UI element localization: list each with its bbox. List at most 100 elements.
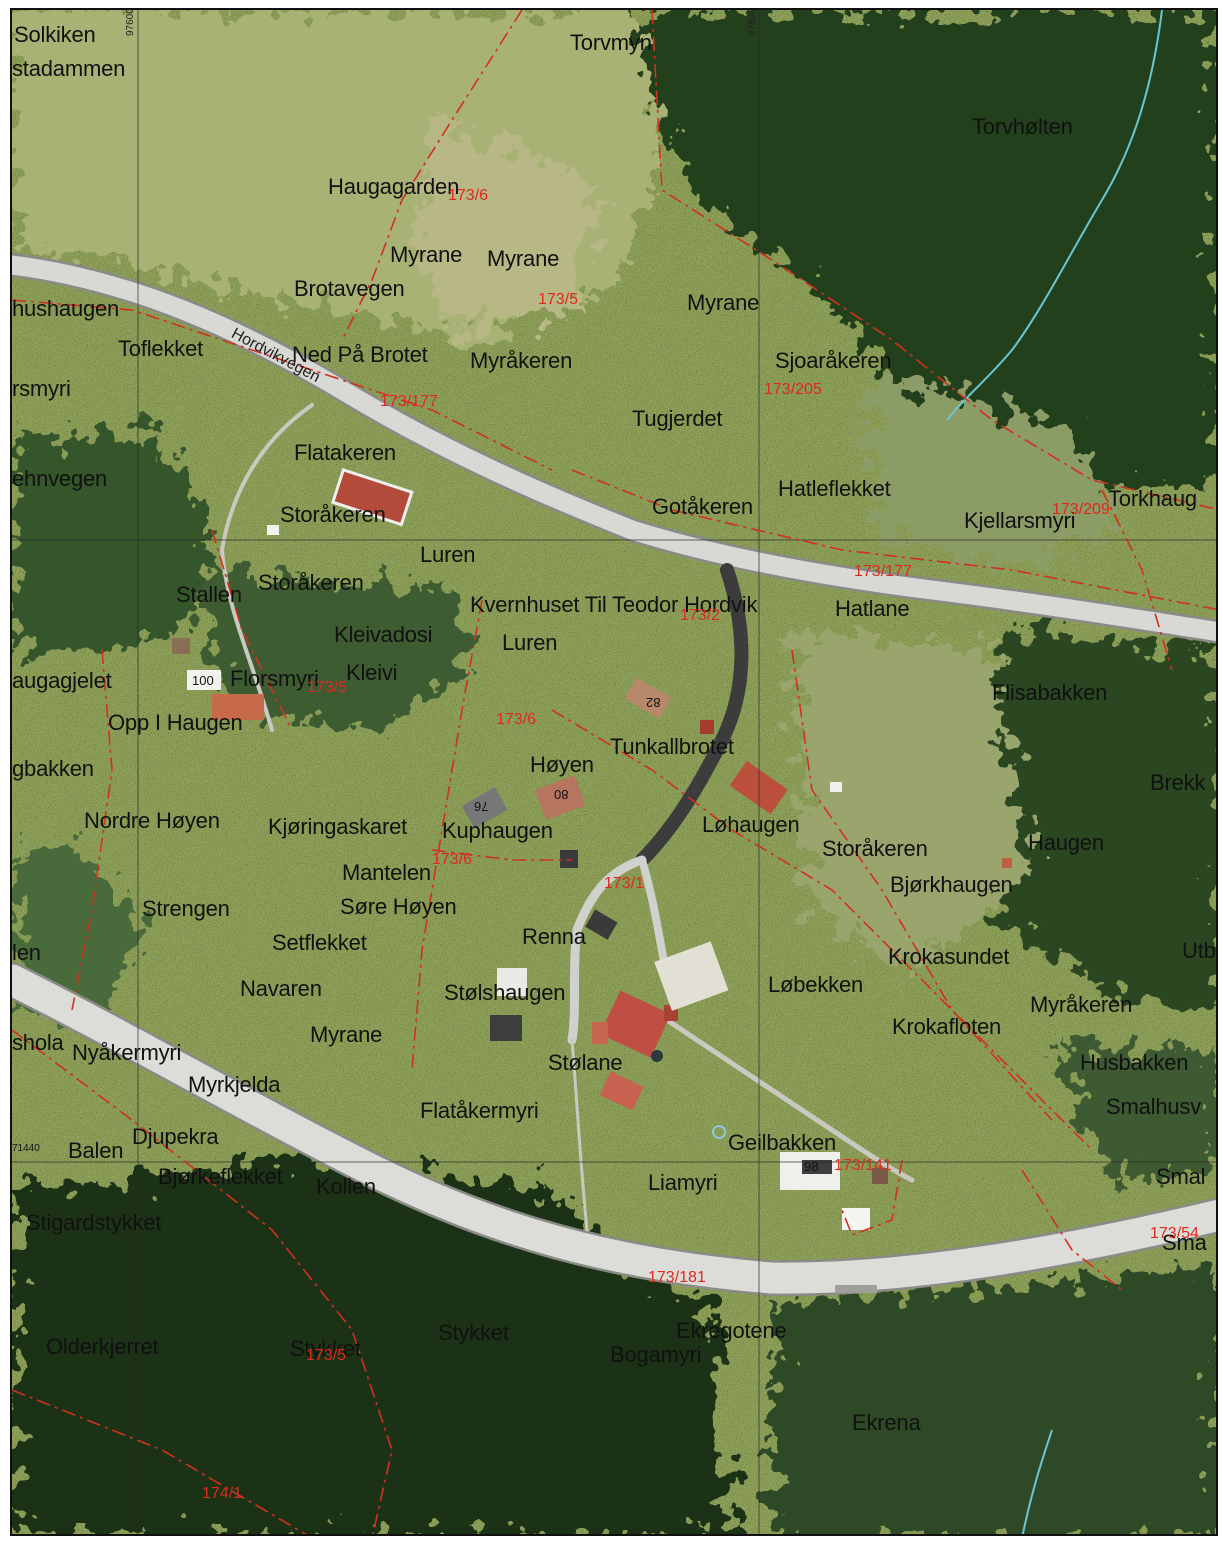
place-name-label: Solkiken: [14, 22, 96, 47]
building-icon: [842, 1208, 870, 1230]
building-icon: [651, 1050, 663, 1062]
place-name-label: Brekk: [1150, 770, 1206, 795]
place-name-label: Haugagarden: [328, 174, 460, 199]
house-number-label: 76: [474, 799, 489, 814]
place-name-label: Myråkeren: [470, 348, 573, 373]
parcel-number-label: 173/181: [648, 1269, 706, 1286]
house-number-label: 98: [804, 1159, 819, 1174]
place-name-label: Liamyri: [648, 1170, 718, 1195]
place-name-label: Florsmyri: [230, 666, 319, 691]
place-name-label: Høyen: [530, 752, 594, 777]
place-name-label: Myrane: [390, 242, 463, 267]
place-name-label: Myrane: [310, 1022, 383, 1047]
place-name-label: Stykket: [290, 1336, 361, 1361]
building-icon: [187, 670, 221, 690]
place-name-label: Kleivadosi: [334, 622, 433, 647]
place-name-label: Krokafloten: [892, 1014, 1002, 1039]
place-name-label: Toflekket: [118, 336, 204, 361]
grid-coordinate: 97800: [747, 8, 758, 36]
building-icon: [835, 1285, 877, 1293]
place-name-label: Stallen: [176, 582, 242, 607]
parcel-number-label: 173/54: [1150, 1225, 1199, 1242]
place-name-label: Flisabakken: [992, 680, 1108, 705]
building-icon: [490, 1015, 522, 1041]
grid-coordinate: 71440: [12, 1143, 40, 1154]
place-name-label: Olderkjerret: [46, 1334, 159, 1359]
house-number-label: 82: [646, 695, 661, 710]
building-icon: [592, 1022, 608, 1044]
place-name-label: Flatakeren: [294, 440, 396, 465]
place-name-label: Utbr: [1182, 938, 1216, 963]
parcel-number-label: 173/1: [604, 875, 645, 892]
parcel-number-label: 173/6: [496, 711, 537, 728]
place-name-label: ehnvegen: [12, 466, 108, 491]
building-icon: [654, 941, 729, 1011]
place-name-label: Kuphaugen: [442, 818, 553, 843]
clearing: [792, 370, 1122, 970]
place-name-label: Djupekra: [132, 1124, 219, 1149]
building-icon: [700, 720, 714, 734]
place-name-label: Renna: [522, 924, 586, 949]
place-name-label: Kjellarsmyri: [964, 508, 1076, 533]
building-icon: [599, 1071, 644, 1111]
place-name-label: Geilbakken: [728, 1130, 837, 1155]
place-name-label: Kollen: [316, 1174, 376, 1199]
place-name-label: Luren: [502, 630, 558, 655]
place-name-label: shola: [12, 1030, 64, 1055]
place-name-label: stadammen: [12, 56, 126, 81]
building-icon: [497, 968, 527, 996]
place-name-label: gbakken: [12, 756, 94, 781]
building-icon: [212, 694, 264, 720]
building-icon: [267, 525, 279, 535]
building-icon: [599, 990, 671, 1058]
place-name-label: Smal: [1156, 1164, 1206, 1189]
parcel-number-label: 173/5: [538, 291, 579, 308]
place-name-label: Navaren: [240, 976, 322, 1001]
parcel-number-label: 173/177: [380, 393, 438, 410]
building-icon: [1002, 858, 1012, 868]
place-name-label: Smalhusv: [1106, 1094, 1201, 1119]
place-name-label: Luren: [420, 542, 476, 567]
place-name-label: Løhaugen: [702, 812, 800, 837]
place-name-label: augagjelet: [12, 668, 112, 693]
building-icon: [461, 787, 508, 829]
place-name-label: Stigardstykket: [26, 1210, 162, 1235]
property-boundaries: [12, 10, 1216, 1534]
place-name-label: Balen: [68, 1138, 124, 1163]
place-name-label: Storåkeren: [822, 836, 928, 861]
road-spur: [635, 563, 749, 867]
place-name-label: Flatåkermyri: [420, 1098, 539, 1123]
place-name-label: Ned På Brotet: [292, 342, 428, 367]
house-number-label: 80: [554, 787, 569, 802]
place-name-label: Mantelen: [342, 860, 431, 885]
place-name-label: Storåkeren: [258, 570, 364, 595]
place-name-label: Krokasundet: [888, 944, 1010, 969]
place-name-label: Myrane: [487, 246, 560, 271]
parcel-number-label: 173/141: [834, 1157, 892, 1174]
place-name-label: Stølane: [548, 1050, 623, 1075]
building-icon: [712, 1125, 726, 1139]
place-name-label: Myrane: [687, 290, 760, 315]
place-name-label: Myråkeren: [1030, 992, 1133, 1017]
place-name-label: hushaugen: [12, 296, 120, 321]
building-icon: [330, 468, 414, 527]
parcel-number-label: 173/205: [764, 381, 822, 398]
place-name-label: len: [12, 940, 41, 965]
house-number-label: 100: [192, 673, 214, 688]
building-icon: [560, 850, 578, 868]
parcel-number-label: 173/6: [448, 187, 489, 204]
place-name-label: Torvmyn: [570, 30, 652, 55]
place-name-label: Strengen: [142, 896, 230, 921]
place-name-label: Torkhaug: [1108, 486, 1197, 511]
map-grid: [12, 10, 1216, 1534]
parcel-number-label: 174/1: [202, 1485, 243, 1502]
place-name-label: Nordre Høyen: [84, 808, 220, 833]
place-name-label: Gotåkeren: [652, 494, 753, 519]
parcel-number-label: 173/6: [432, 851, 473, 868]
building-icon: [830, 782, 842, 792]
place-name-label: Myrkjelda: [188, 1072, 281, 1097]
place-name-label: Tugjerdet: [632, 406, 723, 431]
place-name-label: Storåkeren: [280, 502, 386, 527]
stream: [946, 10, 1163, 421]
